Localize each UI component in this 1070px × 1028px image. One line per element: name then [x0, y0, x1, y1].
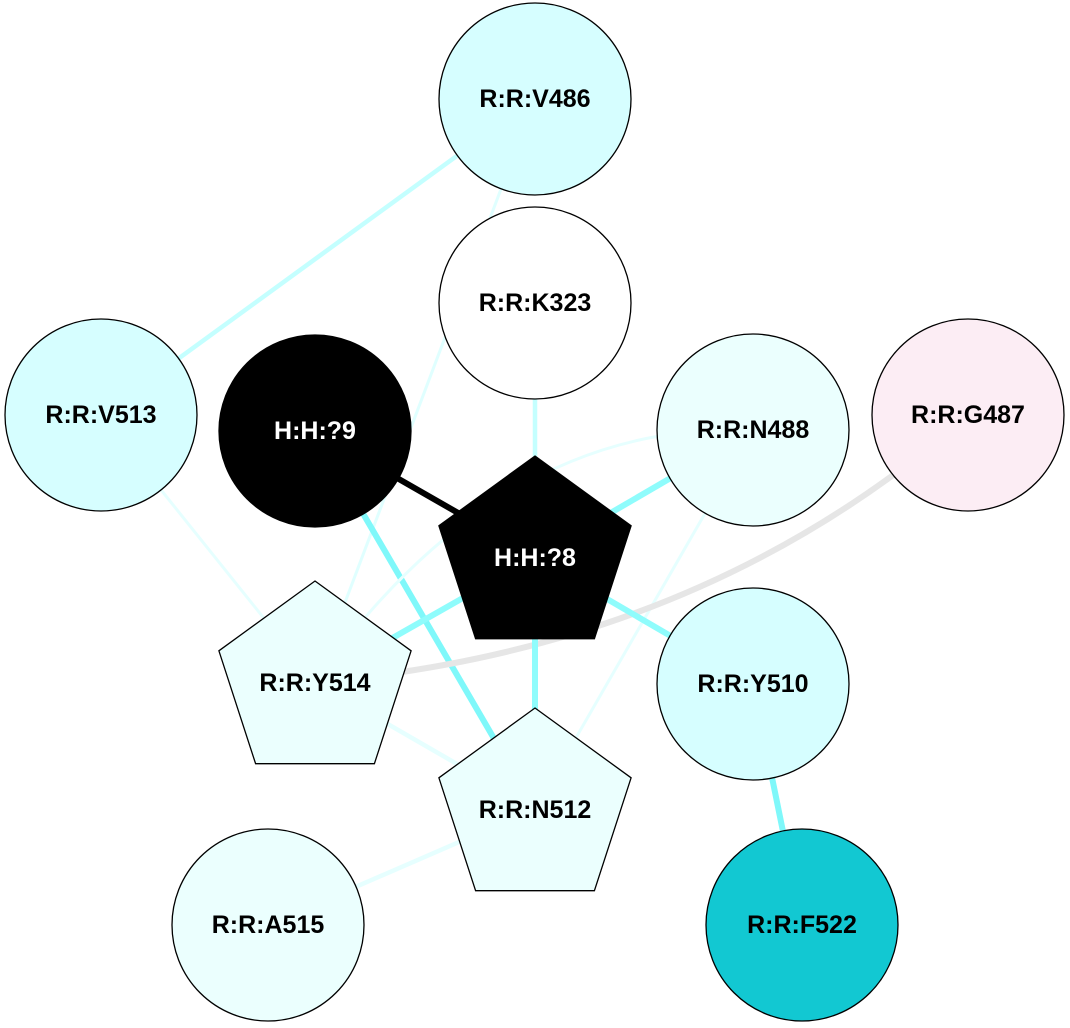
node-label: H:H:?8	[494, 544, 576, 572]
node-pentagon	[438, 707, 632, 892]
node-label: R:R:N512	[479, 796, 592, 824]
node-label: R:R:F522	[747, 911, 857, 939]
node-n488[interactable]: R:R:N488	[656, 333, 850, 527]
node-label: R:R:G487	[911, 401, 1025, 429]
node-f522[interactable]: R:R:F522	[705, 828, 899, 1022]
node-label: R:R:N488	[697, 416, 810, 444]
node-circle	[438, 2, 632, 196]
node-y510[interactable]: R:R:Y510	[656, 587, 850, 781]
node-pentagon	[218, 580, 412, 765]
node-g487[interactable]: R:R:G487	[871, 318, 1065, 512]
node-pentagon	[438, 455, 632, 640]
node-v486[interactable]: R:R:V486	[438, 2, 632, 196]
node-k323[interactable]: R:R:K323	[438, 206, 632, 400]
node-circle	[705, 828, 899, 1022]
node-n512[interactable]: R:R:N512	[438, 707, 632, 892]
node-h9[interactable]: H:H:?9	[218, 334, 412, 528]
node-circle	[218, 334, 412, 528]
node-label: R:R:Y514	[259, 669, 370, 697]
node-circle	[656, 587, 850, 781]
node-v513[interactable]: R:R:V513	[4, 318, 198, 512]
node-circle	[656, 333, 850, 527]
edge-v486-y514	[313, 97, 537, 684]
node-label: R:R:V513	[45, 401, 156, 429]
node-label: R:R:V486	[479, 85, 590, 113]
node-h8[interactable]: H:H:?8	[438, 455, 632, 640]
node-circle	[4, 318, 198, 512]
node-a515[interactable]: R:R:A515	[171, 828, 365, 1022]
node-circle	[871, 318, 1065, 512]
node-label: R:R:K323	[479, 289, 592, 317]
edge-g487-y514	[312, 412, 971, 685]
node-label: R:R:Y510	[697, 670, 808, 698]
node-y514[interactable]: R:R:Y514	[218, 580, 412, 765]
node-circle	[438, 206, 632, 400]
node-label: H:H:?9	[274, 417, 356, 445]
node-label: R:R:A515	[212, 911, 325, 939]
node-circle	[171, 828, 365, 1022]
